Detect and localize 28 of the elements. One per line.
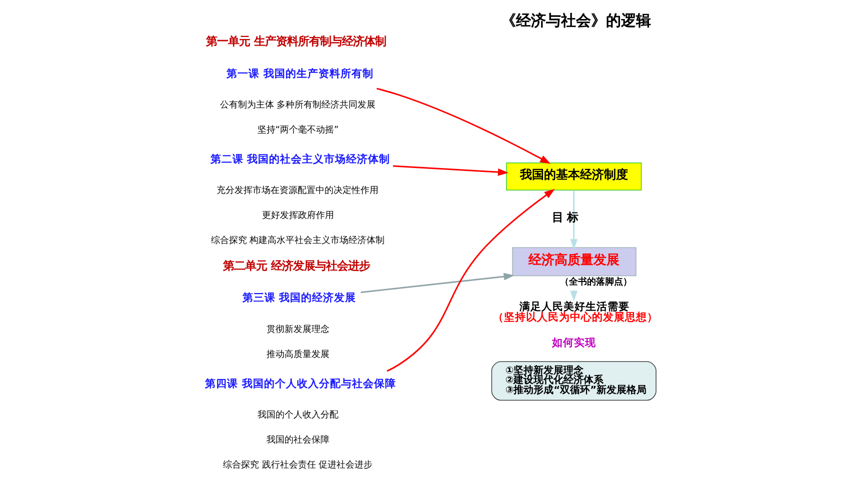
arrow — [570, 190, 578, 250]
label: 如何实现 — [552, 336, 596, 349]
diagram-title: 《经济与社会》的逻辑 — [501, 11, 652, 30]
node-text: 第四课 我国的个人收入分配与社会保障 — [205, 378, 396, 390]
node-box: ①坚持新发展理念 ②建设现代化经济体系 ③推动形成“双循环”新发展格局 — [491, 361, 656, 401]
node-label: （全书的落脚点） — [560, 277, 632, 288]
label: 第二单元 经济发展与社会进步 — [222, 258, 370, 272]
arrow — [386, 188, 555, 372]
label: 第一单元 生产资料所有制与经济体制 — [206, 34, 386, 48]
node-text: 满足人民美好生活需要 （坚持以人民为中心的发展思想） — [492, 300, 658, 324]
edge-label: 目 标 — [552, 210, 578, 224]
node-box: 我国的基本经济制度 — [506, 162, 642, 190]
label: 更好发挥政府作用 — [262, 211, 334, 222]
arrow — [392, 165, 509, 176]
label: 公有制为主体 多种所有制经济共同发展 — [220, 100, 376, 111]
arrow — [360, 272, 514, 294]
label: 我国的个人收入分配 — [257, 410, 338, 420]
label: 综合探究 构建高水平社会主义市场经济体制 — [210, 236, 385, 246]
arrow — [376, 88, 551, 164]
label: 坚持“两个毫不动摇” — [257, 126, 339, 136]
label: 综合探究 践行社会责任 促进社会进步 — [222, 460, 373, 470]
node-text: 第二课 我国的社会主义市场经济体制 — [210, 154, 390, 166]
node-text: 第一课 我国的生产资料所有制 — [226, 68, 374, 80]
label: 推动高质量发展 — [266, 350, 330, 360]
label: 充分发挥市场在资源配置中的决定性作用 — [216, 186, 378, 196]
label: 我国的社会保障 — [266, 435, 330, 446]
node-text: 第三课 我国的经济发展 — [242, 292, 356, 304]
label: 贯彻新发展理念 — [266, 324, 330, 335]
